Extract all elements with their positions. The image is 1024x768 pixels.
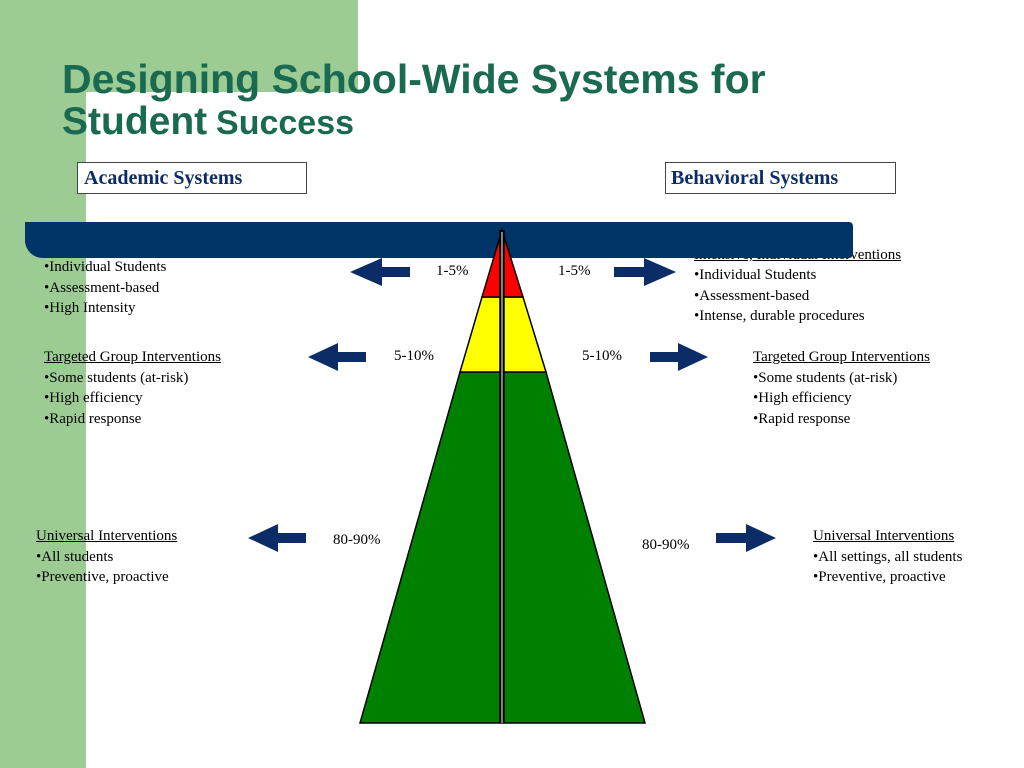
arrow-right-targeted-icon [650,343,708,371]
arrow-right-intensive-icon [614,258,676,286]
academic-targeted-percent: 5-10% [394,348,434,364]
academic-universal-heading: Universal Interventions [36,528,178,544]
academic-intensive-percent: 1-5% [436,263,469,279]
pyramid-universal-tier [359,371,646,724]
list-item: •Rapid response [753,410,851,427]
arrow-left-targeted-icon [308,343,366,371]
slide-title-line1: Designing School-Wide Systems for [62,56,766,102]
slide-title-line2-a: Student [62,100,208,144]
list-item: •Assessment-based [694,287,810,304]
list-item: •Assessment-based [44,279,160,296]
list-item: •Individual Students [44,259,167,275]
list-item: •All students [36,548,114,565]
list-item: •High Intensity [44,300,136,316]
slide-title: Designing School-Wide Systems for Studen… [62,56,882,144]
behavioral-intensive-list: •Individual Students •Assessment-based •… [694,265,865,327]
arrow-left-intensive-icon [350,258,410,286]
arrow-right-universal-icon [716,524,776,552]
behavioral-targeted-heading: Targeted Group Interventions [753,349,930,365]
list-item: •Rapid response [44,410,142,427]
background-accent-top [86,0,358,92]
academic-universal-percent: 80-90% [333,532,381,548]
academic-intensive-list: •Individual Students •Assessment-based •… [44,257,166,319]
behavioral-universal-heading: Universal Interventions [813,528,955,544]
behavioral-targeted-block: Targeted Group Interventions •Some stude… [753,347,930,429]
academic-targeted-heading: Targeted Group Interventions [44,349,221,365]
list-item: •Some students (at-risk) [753,369,898,386]
behavioral-intensive-percent: 1-5% [558,263,591,279]
list-item: •High efficiency [753,390,852,406]
list-item: •Preventive, proactive [813,569,946,585]
background-accent-left [0,0,86,768]
list-item: •High efficiency [44,390,143,406]
arrow-left-universal-icon [248,524,306,552]
list-item: •Some students (at-risk) [44,369,189,386]
list-item: •Preventive, proactive [36,569,169,585]
slide-title-line2-b: Success [216,104,355,143]
list-item: •Individual Students [694,267,817,283]
list-item: •All settings, all students [813,548,963,565]
pyramid-targeted-tier [458,296,548,373]
academic-targeted-block: Targeted Group Interventions •Some stude… [44,347,221,429]
list-item: •Intense, durable procedures [694,308,865,324]
divider-bar [25,222,853,258]
academic-universal-block: Universal Interventions •All students •P… [36,526,177,588]
academic-systems-label: Academic Systems [77,162,307,194]
behavioral-universal-percent: 80-90% [642,537,690,553]
behavioral-universal-block: Universal Interventions •All settings, a… [813,526,962,588]
behavioral-targeted-percent: 5-10% [582,348,622,364]
behavioral-systems-label: Behavioral Systems [665,162,896,194]
